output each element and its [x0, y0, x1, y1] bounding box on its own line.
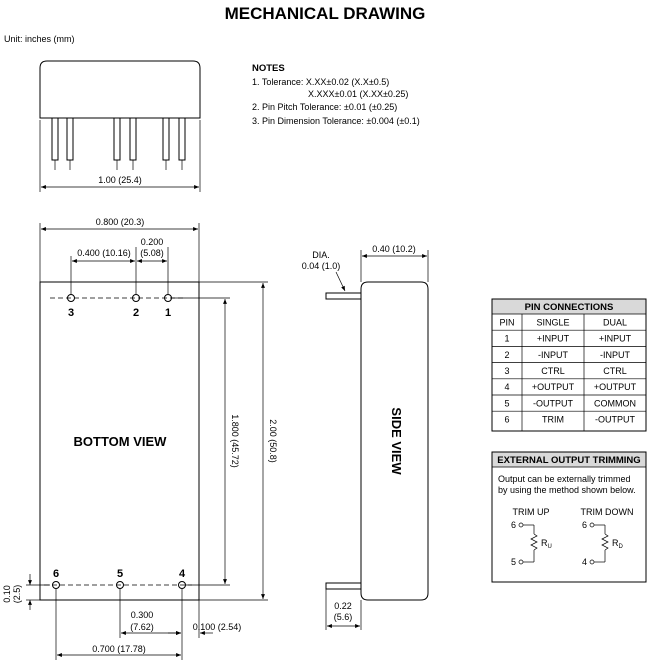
pin-2-marker [132, 294, 140, 302]
table-header-cell: DUAL [603, 317, 627, 327]
trimming-desc-2: by using the method shown below. [498, 485, 636, 495]
bottom-view: 0.800 (20.3) 0.400 (10.16) 0.200 (5.08) … [2, 217, 278, 660]
front-width-dim: 1.00 (25.4) [98, 175, 142, 185]
trim-down-circuit: TRIM DOWN 6 4 RD [581, 507, 634, 567]
dim-pin-4-edge: 0.100 (2.54) [193, 622, 242, 632]
output-trimming-box: EXTERNAL OUTPUT TRIMMING Output can be e… [491, 451, 647, 583]
pin-length-a: 0.22 [334, 601, 352, 611]
trim-up-resistor: RU [541, 538, 552, 550]
trim-up-label: TRIM UP [513, 507, 550, 517]
table-cell: COMMON [594, 398, 636, 408]
pin-3-marker [67, 294, 75, 302]
dim-pin-3-2: 0.400 (10.16) [77, 248, 131, 258]
pin-label-5: 5 [117, 568, 123, 580]
trim-down-resistor: RD [612, 538, 624, 550]
pin-label-1: 1 [165, 307, 171, 319]
front-view-pins [51, 117, 186, 170]
table-cell: TRIM [542, 415, 564, 425]
pin-connections-title: PIN CONNECTIONS [525, 302, 614, 313]
trim-up-circuit: TRIM UP 6 5 RU [511, 507, 552, 567]
dia-label: DIA. [312, 250, 330, 260]
trimming-title: EXTERNAL OUTPUT TRIMMING [497, 455, 640, 466]
pin-length-b: (5.6) [334, 612, 353, 622]
unit-note: Unit: inches (mm) [4, 34, 75, 44]
dim-edge-b: (2.5) [12, 585, 22, 604]
dim-pin-2-1-a: 0.200 [141, 237, 164, 247]
dim-length: 2.00 (50.8) [268, 419, 278, 463]
side-view-label: SIDE VIEW [389, 407, 404, 475]
table-cell: 6 [504, 415, 509, 425]
pin-connections-table: PIN CONNECTIONS PIN SINGLE DUAL 1 +INPUT +INP… [491, 298, 647, 432]
notes: NOTES 1. Tolerance: X.XX±0.02 (X.X±0.5) … [252, 63, 420, 126]
pin-6-marker [52, 581, 60, 589]
table-cell: -INPUT [538, 350, 568, 360]
dim-pin-rows: 1.800 (45.72) [230, 414, 240, 468]
trim-down-bottom-pin: 4 [582, 557, 587, 567]
trim-up-bottom-pin: 5 [511, 557, 516, 567]
dia-value: 0.04 (1.0) [302, 261, 341, 271]
table-cell: 1 [504, 334, 509, 344]
table-header-cell: PIN [499, 317, 514, 327]
trimming-desc-1: Output can be externally trimmed [498, 474, 631, 484]
trim-down-top-pin: 6 [582, 520, 587, 530]
pin-1-marker [164, 294, 172, 302]
note-pin-pitch: 2. Pin Pitch Tolerance: ±0.01 (±0.25) [252, 102, 397, 112]
table-cell: +OUTPUT [532, 382, 575, 392]
drawing-title: MECHANICAL DRAWING [225, 4, 426, 23]
note-pin-dimension: 3. Pin Dimension Tolerance: ±0.004 (±0.1… [252, 116, 420, 126]
pin-4-marker [178, 581, 186, 589]
dim-overall-width: 0.800 (20.3) [96, 217, 145, 227]
dim-pin-6-5-b: (7.62) [130, 622, 154, 632]
dim-pin-2-1-b: (5.08) [140, 248, 164, 258]
bottom-view-label: BOTTOM VIEW [74, 434, 168, 449]
side-height-dim: 0.40 (10.2) [372, 244, 416, 254]
table-cell: +INPUT [537, 334, 570, 344]
side-pin-bottom [325, 582, 362, 590]
front-view: 1.00 (25.4) [39, 60, 201, 192]
note-tolerance-b: X.XXX±0.01 (X.XX±0.25) [308, 89, 408, 99]
pin-label-2: 2 [133, 307, 139, 319]
table-cell: -OUTPUT [595, 415, 635, 425]
table-cell: 5 [504, 398, 509, 408]
table-cell: CTRL [541, 366, 565, 376]
table-cell: -OUTPUT [533, 398, 573, 408]
note-tolerance: 1. Tolerance: X.XX±0.02 (X.X±0.5) [252, 77, 389, 87]
table-cell: +OUTPUT [594, 382, 637, 392]
side-view: SIDE VIEW DIA. 0.04 (1.0) 0.40 (10.2) 0.… [302, 244, 429, 630]
table-cell: CTRL [603, 366, 627, 376]
table-header-cell: SINGLE [536, 317, 569, 327]
table-cell: -INPUT [600, 350, 630, 360]
table-cell: 4 [504, 382, 509, 392]
pin-label-6: 6 [53, 568, 59, 580]
pin-label-3: 3 [68, 307, 74, 319]
dim-edge-a: 0.10 [2, 585, 12, 603]
trim-up-top-pin: 6 [511, 520, 516, 530]
pin-label-4: 4 [179, 568, 186, 580]
dim-pin-span: 0.700 (17.78) [92, 644, 146, 654]
table-cell: +INPUT [599, 334, 632, 344]
table-cell: 3 [504, 366, 509, 376]
table-cell: 2 [504, 350, 509, 360]
trim-down-label: TRIM DOWN [581, 507, 634, 517]
side-pin-top [325, 292, 362, 300]
notes-heading: NOTES [252, 63, 285, 74]
dim-pin-6-5-a: 0.300 [131, 610, 154, 620]
pin-5-marker [116, 581, 124, 589]
